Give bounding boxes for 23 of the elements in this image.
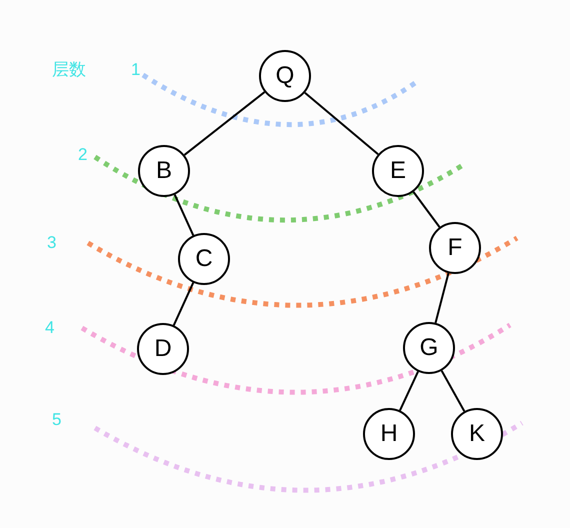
- level-heading: 层数: [52, 59, 86, 81]
- tree-node: B: [138, 145, 190, 197]
- tree-node: H: [363, 408, 415, 460]
- level-number: 3: [47, 233, 56, 253]
- tree-edge: [412, 191, 440, 228]
- tree-edge: [172, 282, 194, 326]
- tree-node: K: [451, 408, 503, 460]
- tree-edge: [174, 194, 194, 236]
- tree-edge: [184, 91, 266, 156]
- level-number: 4: [45, 318, 54, 338]
- tree-edge: [440, 370, 466, 412]
- level-number: 5: [52, 410, 62, 430]
- tree-edge: [434, 272, 450, 324]
- tree-node: Q: [259, 50, 311, 102]
- tree-node: F: [429, 222, 481, 274]
- tree-edge: [399, 371, 419, 411]
- tree-node: C: [178, 233, 230, 285]
- level-number: 1: [131, 60, 140, 80]
- tree-node: G: [403, 322, 455, 374]
- tree-node: E: [372, 145, 424, 197]
- tree-edge: [304, 92, 379, 156]
- level-number: 2: [78, 145, 88, 165]
- tree-node: D: [137, 323, 189, 375]
